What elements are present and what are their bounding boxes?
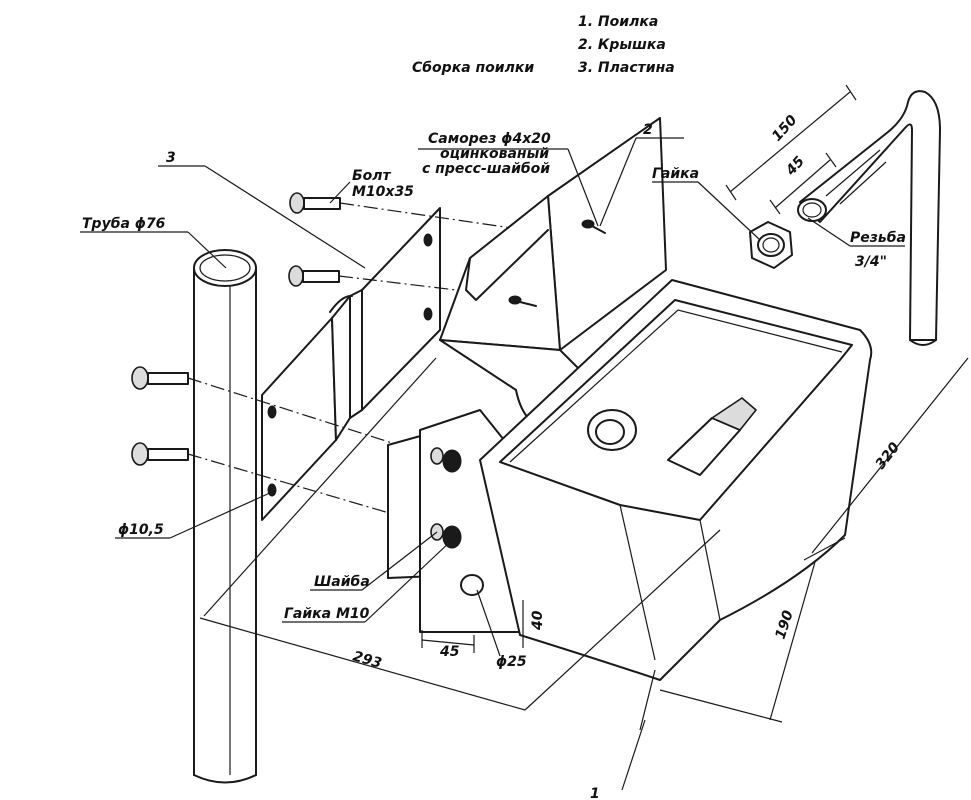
label-screw-1: Саморез ϕ4x20 [428,131,551,147]
dim-293: 293 [351,648,384,671]
dim-45-thread: 45 [782,153,808,179]
vertical-pipe [193,249,257,784]
label-screw-2: оцинкованый [440,146,549,162]
label-pipe: Труба ϕ76 [82,216,166,232]
bolt-upper-1 [289,192,341,214]
legend-item-1: 1. Поилка [578,14,658,30]
dim-40: 40 [530,610,546,631]
label-hole-25: ϕ25 [496,654,527,670]
bent-pipe [797,90,941,346]
legend-item-3: 3. Пластина [578,60,675,76]
screw-2 [508,295,537,307]
screw-1 [581,219,606,234]
bolt-lower-2 [131,442,189,466]
dimension-lines [199,84,969,723]
legend-item-2: 2. Крышка [578,37,666,53]
bolt-lower-1 [131,366,189,390]
label-nut-m10: Гайка M10 [284,606,370,622]
drawing-title: Сборка поилки [412,60,534,76]
label-thread: Резьба [850,230,906,246]
label-bolt-size: M10x35 [352,184,414,200]
dim-150: 150 [769,112,801,145]
label-thread-size: 3/4" [855,254,887,270]
label-hole: ϕ10,5 [118,522,164,538]
drinking-bowl [387,279,873,681]
label-part-3: 3 [166,150,176,166]
leader-lines [80,137,905,791]
bolt-upper-2 [288,265,340,287]
hex-nut [749,221,793,269]
mounting-plate [261,207,441,521]
label-part-1: 1 [590,786,600,800]
label-screw-3: с пресс-шайбой [422,161,550,177]
label-nut: Гайка [652,166,699,182]
label-bolt: Болт [352,168,392,184]
dim-45-hole: 45 [439,644,460,660]
label-part-2: 2 [643,122,653,138]
label-washer: Шайба [314,574,370,590]
